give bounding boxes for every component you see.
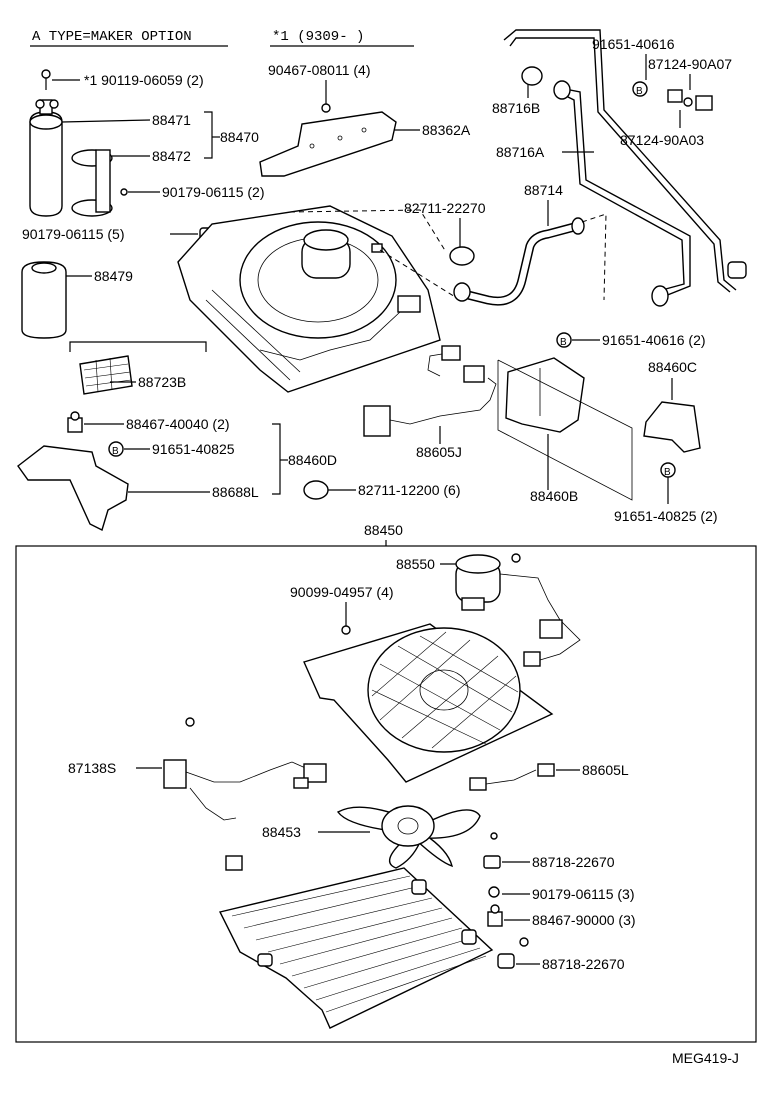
label-88467-40040: 88467-40040 (2) (126, 416, 230, 432)
grommet-88467-a (67, 411, 83, 433)
label-91651-40825-a: 91651-40825 (152, 441, 235, 457)
bracket-88460B (497, 357, 633, 501)
pipe-88716A (503, 29, 747, 307)
b-marker-4-text: B (112, 446, 119, 457)
label-88460C: 88460C (648, 359, 697, 375)
hose-clamp-82711-a (449, 246, 475, 266)
diagram-code: MEG419-J (672, 1050, 739, 1066)
label-90179-06115-a: 90179-06115 (2) (162, 184, 264, 200)
label-91651-40825-b: 91651-40825 (2) (614, 508, 718, 524)
screw-90467 (321, 103, 331, 113)
bracket-88460C (643, 401, 701, 453)
receiver-drier-cylinder (29, 99, 63, 217)
label-88718-22670-b: 88718-22670 (542, 956, 625, 972)
label-88460D: 88460D (288, 452, 337, 468)
label-88718-22670-a: 88718-22670 (532, 854, 615, 870)
condenser-fan-assembly-upper (177, 205, 441, 393)
label-88550: 88550 (396, 556, 435, 572)
fan-motor-88550 (455, 553, 581, 667)
label-87124-90A07: 87124-90A07 (648, 56, 732, 72)
label-91651-40616-b: 91651-40616 (2) (602, 332, 706, 348)
bracket-88723B (69, 341, 207, 352)
label-88723B: 88723B (138, 374, 186, 390)
label-90119-06059: *1 90119-06059 (2) (84, 72, 204, 88)
bolt-90119 (41, 69, 51, 90)
b-marker-1 (632, 81, 648, 97)
label-82711-22270: 82711-22270 (404, 200, 486, 216)
label-91651-40616-a: 91651-40616 (592, 36, 675, 52)
hose-clamp-82711-b (303, 480, 329, 500)
label-87138S: 87138S (68, 760, 116, 776)
label-88716B: 88716B (492, 100, 540, 116)
label-88472: 88472 (152, 148, 191, 164)
b-marker-4 (108, 441, 124, 457)
cylinder-88479 (21, 261, 67, 339)
grommet-88467-b (487, 904, 503, 927)
bracket-clamp-88472 (71, 149, 128, 217)
bracket-88688L (17, 445, 129, 531)
bracket-88460D (272, 423, 281, 495)
label-88450: 88450 (364, 522, 403, 538)
plate-88362A (259, 111, 397, 177)
clamp-87124 (667, 89, 713, 111)
label-88605L: 88605L (582, 762, 629, 778)
b-marker-3-text: B (664, 467, 671, 478)
condenser-core (218, 867, 494, 1029)
label-88470: 88470 (220, 129, 259, 145)
bolt-90099 (341, 625, 351, 635)
label-90467-08011: 90467-08011 (4) (268, 62, 370, 78)
label-82711-12200: 82711-12200 (6) (358, 482, 460, 498)
bolt-87138 (185, 717, 195, 727)
harness-87138S (163, 759, 327, 871)
fitting-88716B (521, 66, 571, 100)
leader-dashes-condenser (289, 209, 461, 301)
nut-90179-c (488, 886, 500, 898)
label-87124-90A03: 87124-90A03 (620, 132, 704, 148)
label-88471: 88471 (152, 112, 191, 128)
label-88688L: 88688L (212, 484, 259, 500)
harness-88605J (363, 345, 497, 437)
dash-88714 (581, 213, 607, 301)
b-marker-2-text: B (560, 337, 567, 348)
hose-88714 (453, 217, 585, 306)
label-88460B: 88460B (530, 488, 578, 504)
label-90179-06115-c: 90179-06115 (3) (532, 886, 634, 902)
pad-88723B (79, 355, 133, 395)
label-88362A: 88362A (422, 122, 471, 138)
label-88716A: 88716A (496, 144, 545, 160)
label-88605J: 88605J (416, 444, 462, 460)
label-90099-04957: 90099-04957 (4) (290, 584, 394, 600)
label-88479: 88479 (94, 268, 133, 284)
label-90179-06115-b: 90179-06115 (5) (22, 226, 124, 242)
fan-shroud (303, 623, 554, 783)
bracket-88470 (204, 111, 213, 159)
option-note: A TYPE=MAKER OPTION (32, 29, 192, 45)
label-88714: 88714 (524, 182, 563, 198)
label-88467-90000: 88467-90000 (3) (532, 912, 636, 928)
b-marker-1-text: B (636, 86, 643, 97)
label-88453: 88453 (262, 824, 301, 840)
assembly-frame-88450 (15, 545, 757, 1043)
bolt-88718-a (483, 832, 501, 869)
b-marker-2 (556, 332, 572, 348)
harness-88605L (469, 763, 555, 791)
bolt-88718-b (497, 937, 529, 969)
date-note: *1 (9309- ) (272, 29, 364, 45)
fan-blade-88453 (336, 805, 481, 869)
leader-88471 (61, 119, 151, 123)
